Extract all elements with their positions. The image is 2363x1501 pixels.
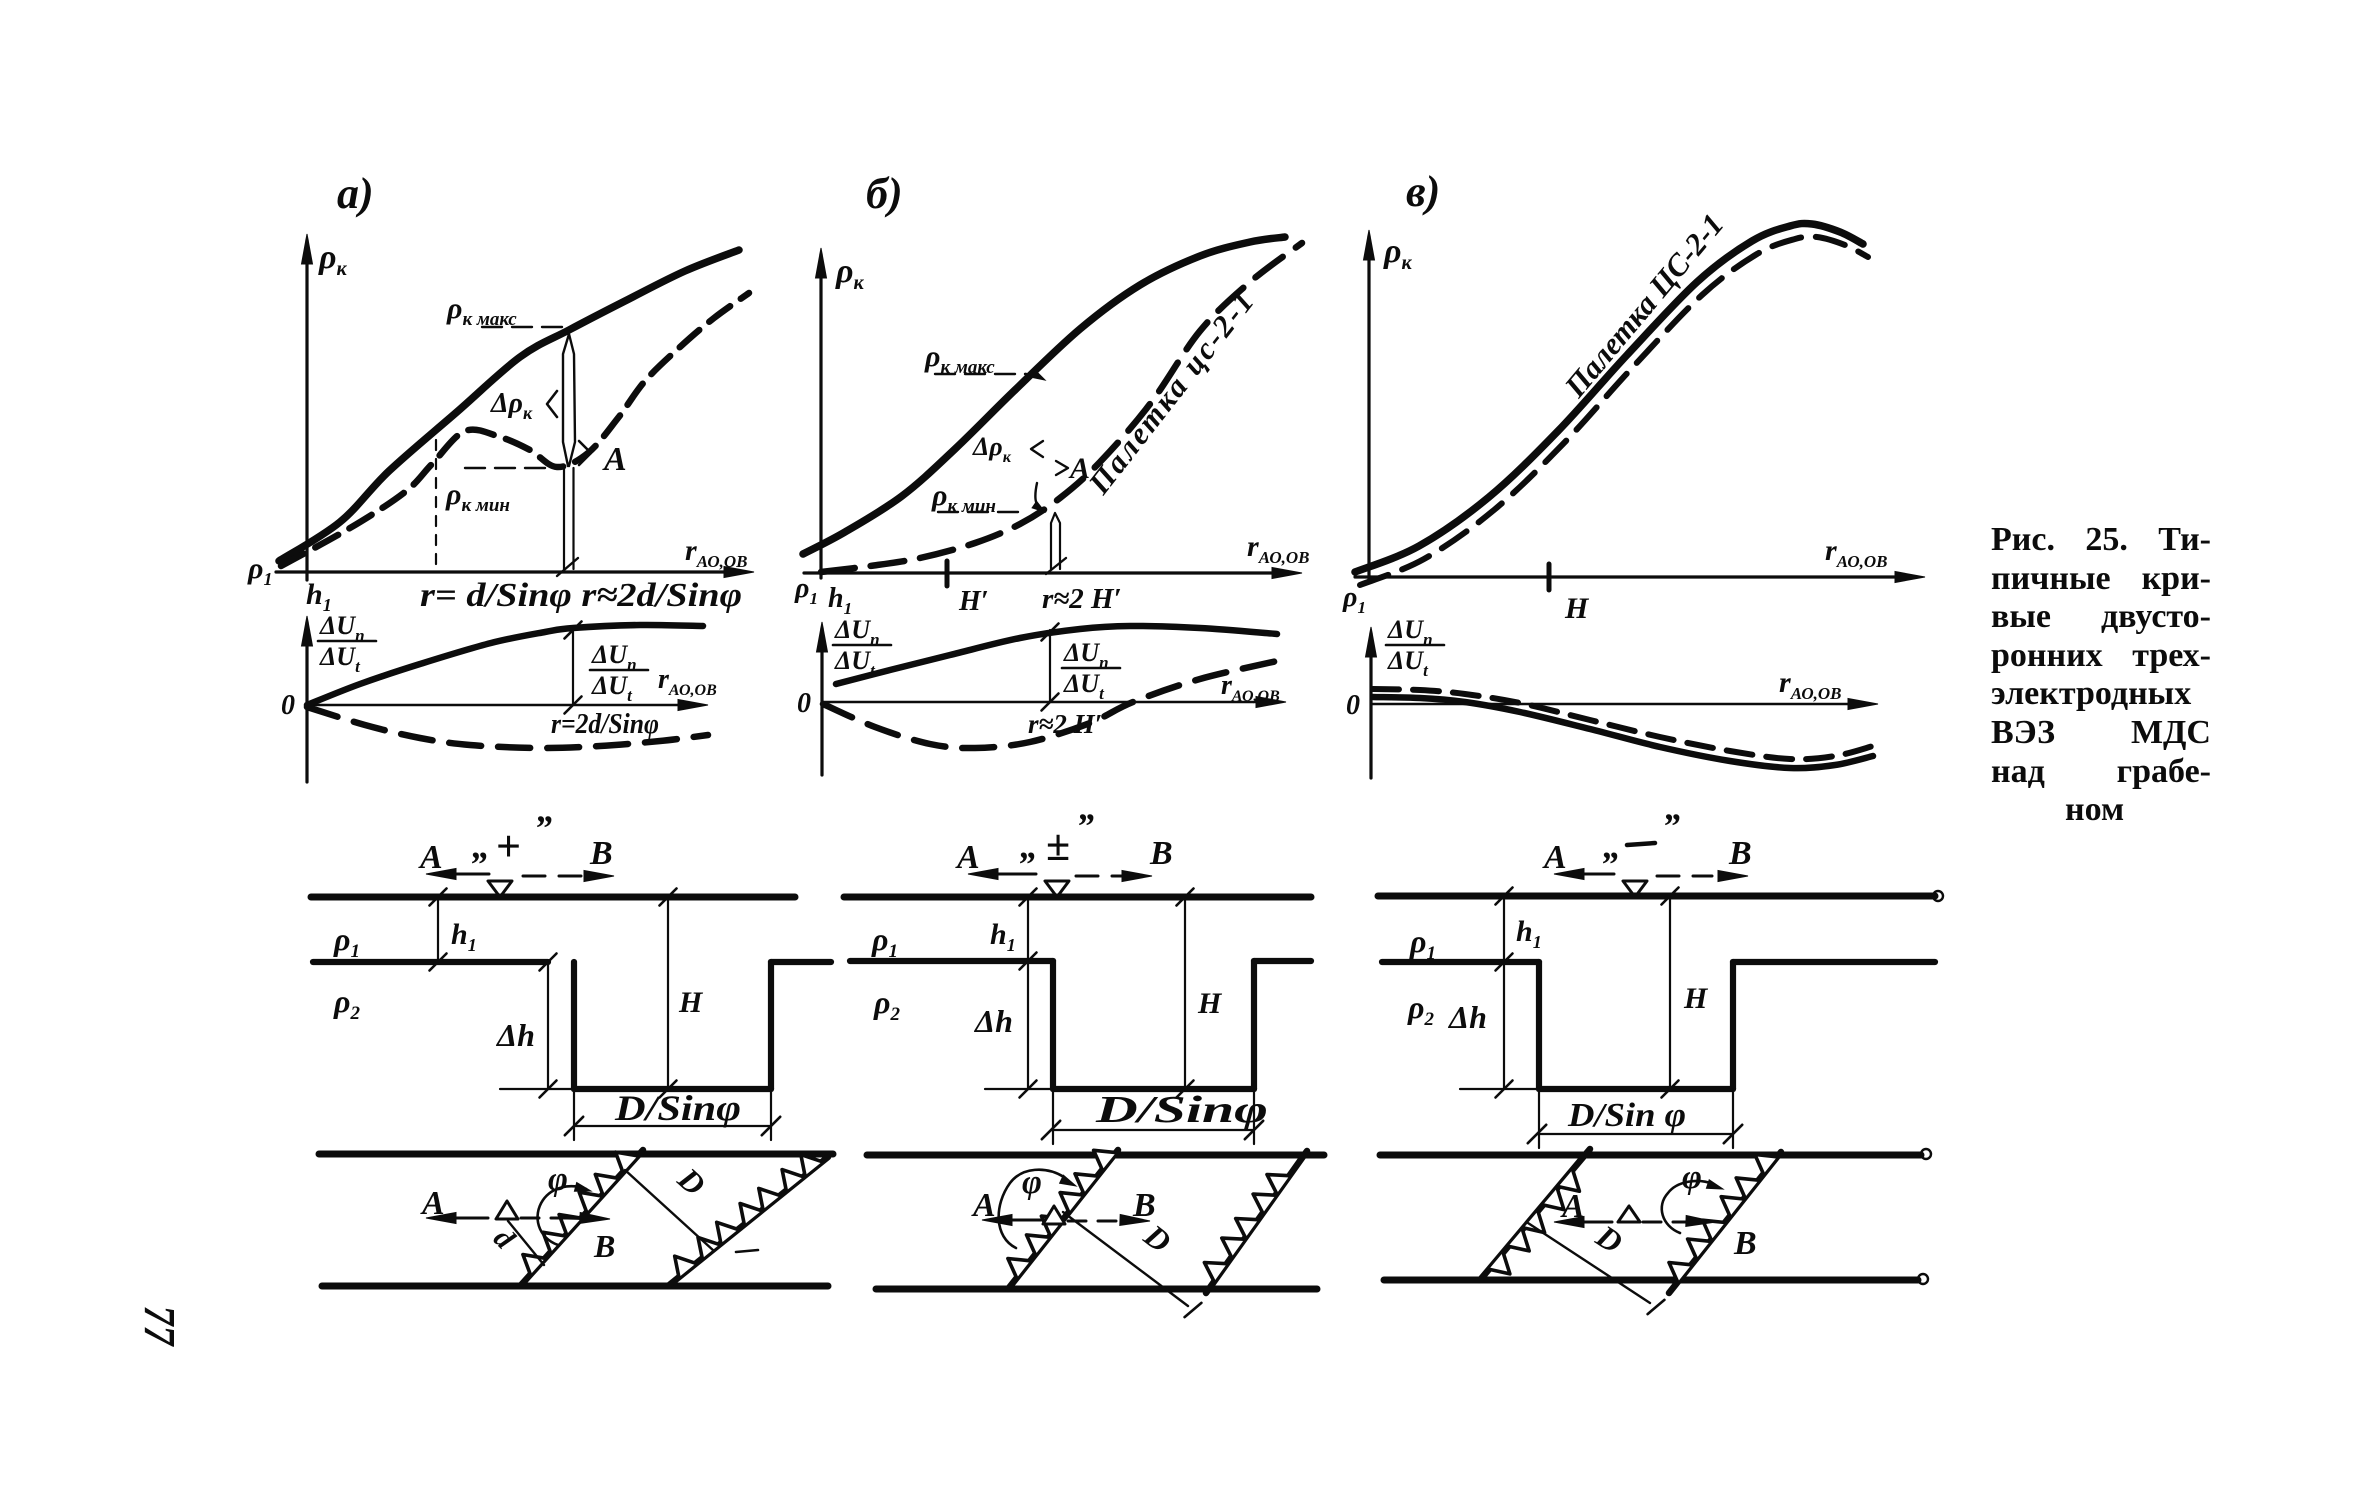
svg-text:а): а) bbox=[337, 169, 374, 218]
svg-text:б): б) bbox=[866, 169, 903, 218]
svg-text:ΔUt: ΔUt bbox=[319, 642, 361, 676]
svg-text:ΔUt: ΔUt bbox=[591, 671, 633, 705]
svg-text:В: В bbox=[593, 1228, 615, 1264]
svg-text:φ: φ bbox=[548, 1161, 568, 1198]
svg-text:В: В bbox=[1149, 835, 1173, 872]
svg-text:ρк макс: ρк макс bbox=[446, 292, 517, 330]
svg-text:Δh: Δh bbox=[973, 1003, 1013, 1039]
svg-text:0: 0 bbox=[1346, 690, 1360, 721]
svg-text:ΔUt: ΔUt bbox=[1063, 669, 1105, 703]
svg-text:+: + bbox=[496, 822, 521, 871]
svg-text:ΔUt: ΔUt bbox=[1387, 646, 1429, 680]
svg-text:r= d/Sinφ r≈2d/Sinφ: r= d/Sinφ r≈2d/Sinφ bbox=[420, 577, 742, 614]
svg-text:В: В bbox=[1132, 1187, 1156, 1224]
svg-text:φ: φ bbox=[1682, 1159, 1702, 1196]
svg-text:H′: H′ bbox=[958, 586, 989, 617]
svg-text:А: А bbox=[602, 441, 627, 478]
svg-text:h1: h1 bbox=[990, 918, 1016, 955]
svg-text:„: „ bbox=[1603, 826, 1621, 866]
svg-text:0: 0 bbox=[281, 690, 295, 721]
svg-text:Δh: Δh bbox=[495, 1017, 535, 1053]
svg-text:В: В bbox=[1733, 1225, 1757, 1262]
svg-text:H: H bbox=[1683, 982, 1709, 1015]
svg-text:H: H bbox=[1197, 987, 1223, 1020]
svg-text:Δh: Δh bbox=[1447, 999, 1487, 1035]
svg-text:r=2d/Sinφ: r=2d/Sinφ bbox=[551, 709, 659, 740]
svg-text:в): в) bbox=[1406, 167, 1440, 216]
svg-text:D/Sinφ: D/Sinφ bbox=[614, 1088, 741, 1128]
svg-text:0: 0 bbox=[797, 688, 811, 719]
svg-text:А: А bbox=[1068, 452, 1090, 485]
svg-text:”: ” bbox=[534, 808, 552, 848]
svg-text:±: ± bbox=[1046, 821, 1070, 870]
svg-text:”: ” bbox=[1076, 806, 1094, 846]
svg-text:В: В bbox=[589, 835, 613, 872]
svg-text:„: „ bbox=[1020, 826, 1038, 866]
svg-text:H: H bbox=[1564, 592, 1590, 625]
svg-text:D/Sin φ: D/Sin φ bbox=[1567, 1097, 1686, 1134]
svg-text:„: „ bbox=[472, 826, 490, 866]
svg-text:H: H bbox=[678, 986, 704, 1019]
svg-text:В: В bbox=[1728, 835, 1752, 872]
svg-text:А: А bbox=[418, 839, 443, 876]
svg-text:А: А bbox=[1542, 839, 1567, 876]
svg-text:r≈2 H′: r≈2 H′ bbox=[1042, 583, 1122, 615]
svg-text:r≈2 H′: r≈2 H′ bbox=[1028, 709, 1102, 739]
svg-text:φ: φ bbox=[1022, 1164, 1042, 1201]
svg-text:rАО,ОВ: rАО,ОВ bbox=[1221, 670, 1280, 705]
svg-text:D/Sinφ: D/Sinφ bbox=[1094, 1089, 1268, 1131]
svg-text:”: ” bbox=[1662, 806, 1680, 846]
svg-text:А: А bbox=[955, 839, 980, 876]
